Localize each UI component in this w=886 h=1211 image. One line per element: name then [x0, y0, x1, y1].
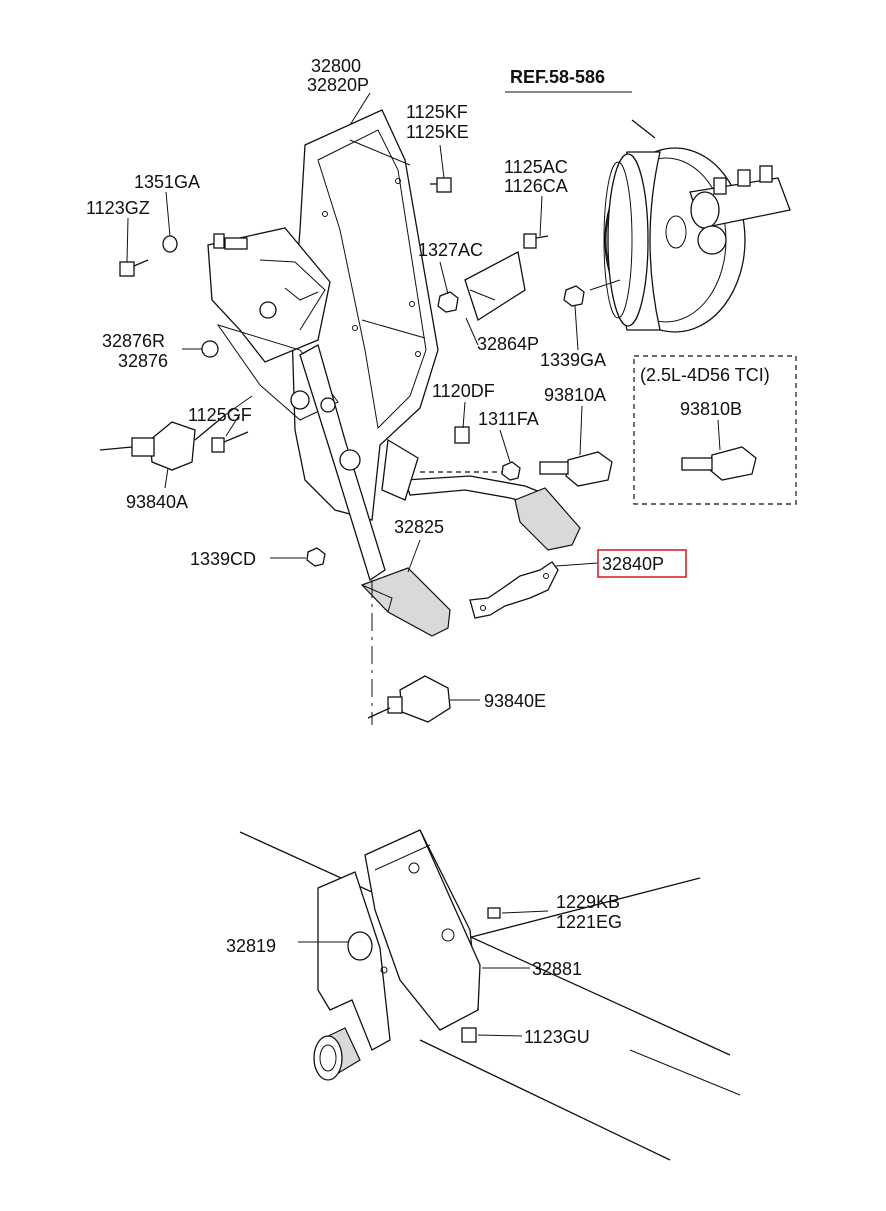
label-1327AC[interactable]: 1327AC — [418, 240, 483, 260]
fasteners-drawing — [119, 177, 585, 567]
label-ref-58-586[interactable]: REF.58-586 — [510, 67, 605, 87]
clutch-pedal-drawing — [381, 438, 581, 619]
lower-bracket-drawing — [239, 829, 741, 1161]
label-1123GZ[interactable]: 1123GZ — [86, 198, 150, 218]
label-93840E[interactable]: 93840E — [484, 691, 546, 711]
label-32800[interactable]: 32800 — [311, 56, 361, 76]
label-32876[interactable]: 32876 — [118, 351, 168, 371]
label-1221EG[interactable]: 1221EG — [556, 912, 622, 932]
label-93840A[interactable]: 93840A — [126, 492, 188, 512]
pedal-bracket-drawing — [207, 109, 526, 521]
switch-93840A-drawing — [99, 395, 253, 471]
label-32825[interactable]: 32825 — [394, 517, 444, 537]
label-93810A[interactable]: 93810A — [544, 385, 606, 405]
label-32820P[interactable]: 32820P — [307, 75, 369, 95]
label-32876R[interactable]: 32876R — [102, 331, 165, 351]
highlight-box-32840P — [597, 549, 687, 578]
label-1125AC[interactable]: 1125AC — [504, 157, 568, 177]
label-1339CD[interactable]: 1339CD — [190, 549, 256, 569]
label-1123GU[interactable]: 1123GU — [524, 1027, 590, 1047]
leader-lines — [126, 91, 721, 1037]
label-93810B[interactable]: 93810B — [680, 399, 742, 419]
label-32881[interactable]: 32881 — [532, 959, 582, 979]
label-32819[interactable]: 32819 — [226, 936, 276, 956]
label-1229KB[interactable]: 1229KB — [556, 892, 620, 912]
switch-93810A-drawing — [420, 451, 613, 487]
label-32840P[interactable]: 32840P — [602, 554, 664, 574]
label-variant-2-5l-4d56-tci: (2.5L-4D56 TCI) — [640, 365, 770, 385]
brake-booster-drawing — [603, 119, 791, 333]
part-labels: 32800 32820P 1125KF 1125KE REF.58-586 13… — [86, 56, 770, 1047]
switch-93810B-drawing — [681, 446, 757, 481]
label-32864P[interactable]: 32864P — [477, 334, 539, 354]
label-1351GA[interactable]: 1351GA — [134, 172, 200, 192]
label-1311FA[interactable]: 1311FA — [478, 409, 539, 429]
switch-93840E-drawing — [367, 675, 451, 723]
label-1120DF[interactable]: 1120DF — [432, 381, 495, 401]
label-1125KF[interactable]: 1125KF — [406, 102, 468, 122]
label-1126CA[interactable]: 1126CA — [504, 176, 568, 196]
brake-pedal-drawing — [290, 344, 451, 725]
label-1125KE[interactable]: 1125KE — [406, 122, 469, 142]
label-1125GF[interactable]: 1125GF — [188, 405, 252, 425]
label-1339GA[interactable]: 1339GA — [540, 350, 606, 370]
variant-box — [633, 355, 797, 505]
